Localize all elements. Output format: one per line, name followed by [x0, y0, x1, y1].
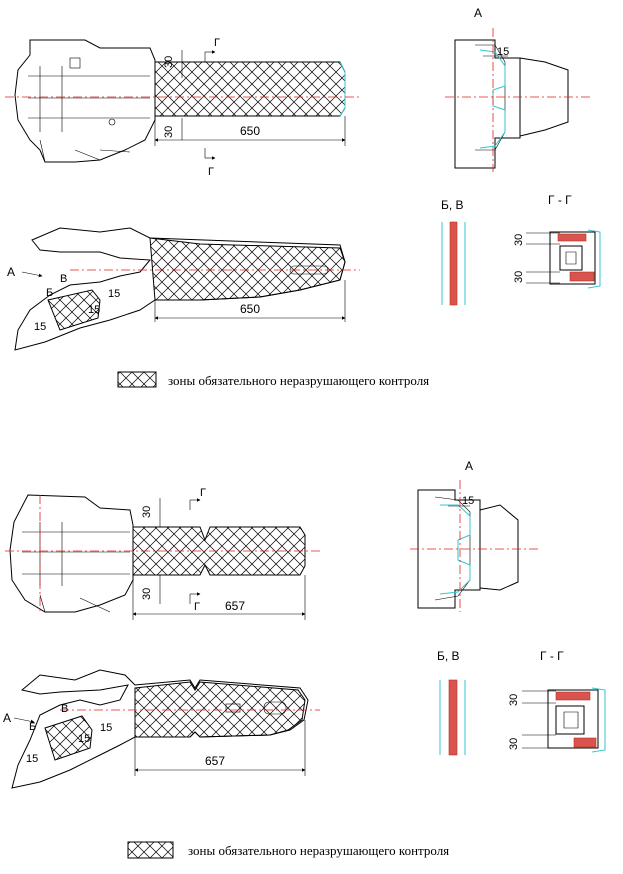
upper-view-a-label: А [474, 6, 482, 20]
lower-side-b: Б [29, 721, 36, 733]
lower-legend-swatch [127, 841, 174, 859]
upper-section-gg: Г - Г 30 30 [513, 193, 601, 289]
lower-view-a: А 15 [410, 459, 540, 612]
lower-cut-letter-top: Г [200, 487, 206, 499]
upper-section-gg-label: Г - Г [548, 193, 572, 207]
lower-side-15-a: 15 [100, 722, 112, 734]
lower-cut-letter-bottom: Г [194, 601, 200, 613]
lower-section-gg-label: Г - Г [540, 649, 564, 663]
upper-side-v: В [60, 273, 67, 285]
lower-section-bv-label: Б, В [437, 649, 460, 663]
lower-dim-length: 657 [225, 599, 245, 613]
upper-cut-letter-top: Г [214, 37, 220, 49]
upper-gg-dim-30-top: 30 [513, 234, 525, 246]
lower-side-15-c: 15 [26, 753, 38, 765]
lower-side-dim-length: 657 [205, 754, 225, 768]
lower-side-a: А [3, 711, 11, 725]
upper-side-a: А [7, 265, 15, 279]
lower-top-view: Г Г 30 30 657 [5, 487, 320, 620]
upper-dim-30-top: 30 [163, 56, 175, 68]
lower-view-a-label: А [465, 459, 473, 473]
upper-top-view: Г Г 30 30 650 [5, 37, 360, 178]
lower-assembly: Г Г 30 30 657 А 15 [3, 459, 606, 859]
upper-dim-30-bottom: 30 [163, 126, 175, 138]
upper-dim-15-view-a: 15 [497, 46, 509, 58]
upper-section-bv: Б, В [441, 198, 466, 306]
lower-legend-text: зоны обязательного неразрушающего контро… [188, 843, 449, 858]
lower-dim-15-view-a: 15 [462, 495, 474, 507]
lower-gg-dim-30-top: 30 [508, 694, 520, 706]
upper-gg-dim-30-bottom: 30 [513, 271, 525, 283]
upper-side-15-b: 15 [88, 304, 100, 316]
lower-side-15-b: 15 [78, 733, 90, 745]
upper-side-15-c: 15 [34, 321, 46, 333]
upper-cut-letter-bottom: Г [208, 166, 214, 178]
upper-side-15-a: 15 [108, 288, 120, 300]
lower-section-gg: Г - Г 30 30 [508, 649, 606, 753]
lower-dim-30-top: 30 [141, 506, 153, 518]
upper-legend-text: зоны обязательного неразрушающего контро… [168, 373, 429, 388]
upper-view-a: А 15 [445, 6, 590, 172]
lower-side-view: А Б В 15 15 15 657 [3, 669, 320, 789]
lower-side-v: В [61, 703, 68, 715]
upper-side-dim-length: 650 [240, 302, 260, 316]
upper-dim-length: 650 [240, 124, 260, 138]
upper-legend-swatch [117, 371, 157, 388]
lower-section-bv: Б, В [437, 649, 466, 756]
upper-section-bv-label: Б, В [441, 198, 464, 212]
upper-side-view: А Б В 15 15 15 650 [7, 227, 360, 351]
lower-legend: зоны обязательного неразрушающего контро… [127, 841, 449, 859]
lower-gg-dim-30-bottom: 30 [508, 738, 520, 750]
upper-legend: зоны обязательного неразрушающего контро… [117, 371, 429, 388]
upper-assembly: Г Г 30 30 650 А 15 [5, 6, 601, 388]
upper-side-b: Б [46, 287, 53, 299]
lower-dim-30-bottom: 30 [141, 588, 153, 600]
